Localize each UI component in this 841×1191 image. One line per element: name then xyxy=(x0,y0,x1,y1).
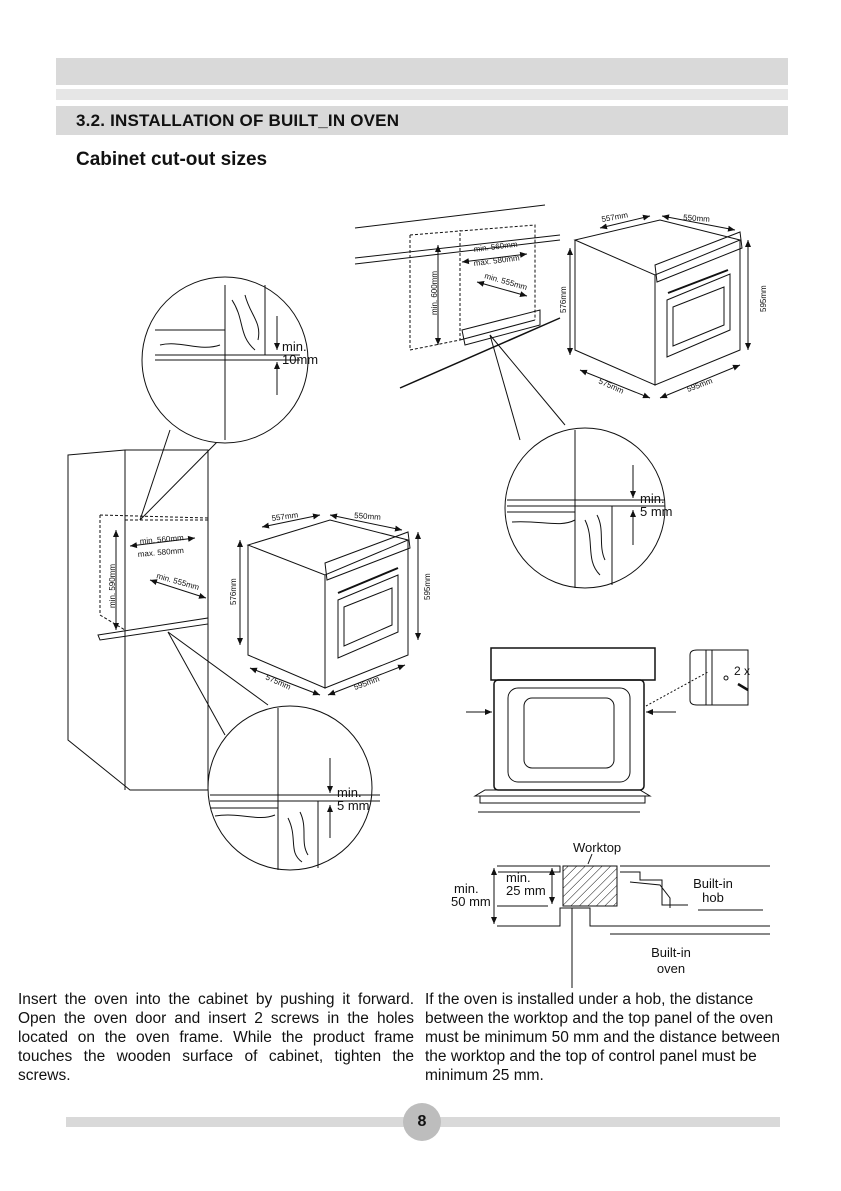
builtin-oven-label-1: Built-in xyxy=(651,945,691,960)
builtin-hob-label-2: hob xyxy=(702,890,724,905)
hob-dim-25-value: 25 mm xyxy=(506,883,546,898)
dim-576-top: 576mm xyxy=(559,286,568,313)
callout-5-bottom-value: 5 mm xyxy=(337,798,370,813)
dim-595-width-top: 595mm xyxy=(686,376,714,394)
dim-576-mid: 576mm xyxy=(229,578,238,605)
dim-575-top: 575mm xyxy=(597,377,625,396)
hob-dim-50-min: min. xyxy=(454,881,479,896)
dim-595-height-mid: 595mm xyxy=(423,573,432,600)
dim-min-600: min. 600mm xyxy=(430,271,439,315)
oven-diagram-top xyxy=(567,214,751,399)
section-title: 3.2. INSTALLATION OF BUILT_IN OVEN xyxy=(76,111,400,130)
dim-595-height-top: 595mm xyxy=(759,285,768,312)
builtin-oven-label-2: oven xyxy=(657,961,685,976)
instruction-under-hob: If the oven is installed under a hob, th… xyxy=(425,991,780,1084)
callout-5mm-right xyxy=(489,334,666,589)
dim-557-mid: 557mm xyxy=(271,510,299,523)
dim-max-580-tall: max. 580mm xyxy=(137,546,184,559)
callout-5-right-value: 5 mm xyxy=(640,504,673,519)
dim-min-560-tall: min. 560mm xyxy=(139,533,184,546)
hob-section-diagram xyxy=(491,853,770,988)
dim-550-mid: 550mm xyxy=(354,511,382,522)
callout-10mm xyxy=(139,276,309,521)
oven-front-screws-diagram xyxy=(466,647,749,813)
instruction-insert-oven: Insert the oven into the cabinet by push… xyxy=(18,991,414,1084)
header-band xyxy=(56,58,788,85)
dim-max-580-top: max. 580mm xyxy=(473,253,520,268)
callout-10-min: min. xyxy=(282,339,307,354)
hob-dim-25-min: min. xyxy=(506,870,531,885)
dim-min-590: min. 590mm xyxy=(108,564,117,608)
callout-10-value: 10mm xyxy=(282,352,318,367)
undercounter-cabinet-diagram xyxy=(354,204,561,389)
dim-min-555-top: min. 555mm xyxy=(483,271,528,292)
page-subtitle: Cabinet cut-out sizes xyxy=(76,149,268,170)
section-band xyxy=(56,106,788,135)
worktop-label: Worktop xyxy=(573,840,621,855)
callout-5-right-min: min. xyxy=(640,491,665,506)
callout-5mm-bottom xyxy=(167,631,380,871)
tall-cabinet-diagram xyxy=(67,449,209,791)
screws-count: 2 x xyxy=(734,664,750,678)
dim-550-top: 550mm xyxy=(683,213,711,224)
page-number: 8 xyxy=(403,1103,441,1141)
oven-diagram-middle xyxy=(237,513,421,696)
dim-min-560-top: min. 560mm xyxy=(473,240,518,254)
callout-5-bottom-min: min. xyxy=(337,785,362,800)
dim-575-mid: 575mm xyxy=(264,673,292,692)
header-divider xyxy=(56,89,788,100)
builtin-hob-label-1: Built-in xyxy=(693,876,733,891)
dim-595-width-mid: 595mm xyxy=(353,674,381,692)
hob-dim-50-value: 50 mm xyxy=(451,894,491,909)
